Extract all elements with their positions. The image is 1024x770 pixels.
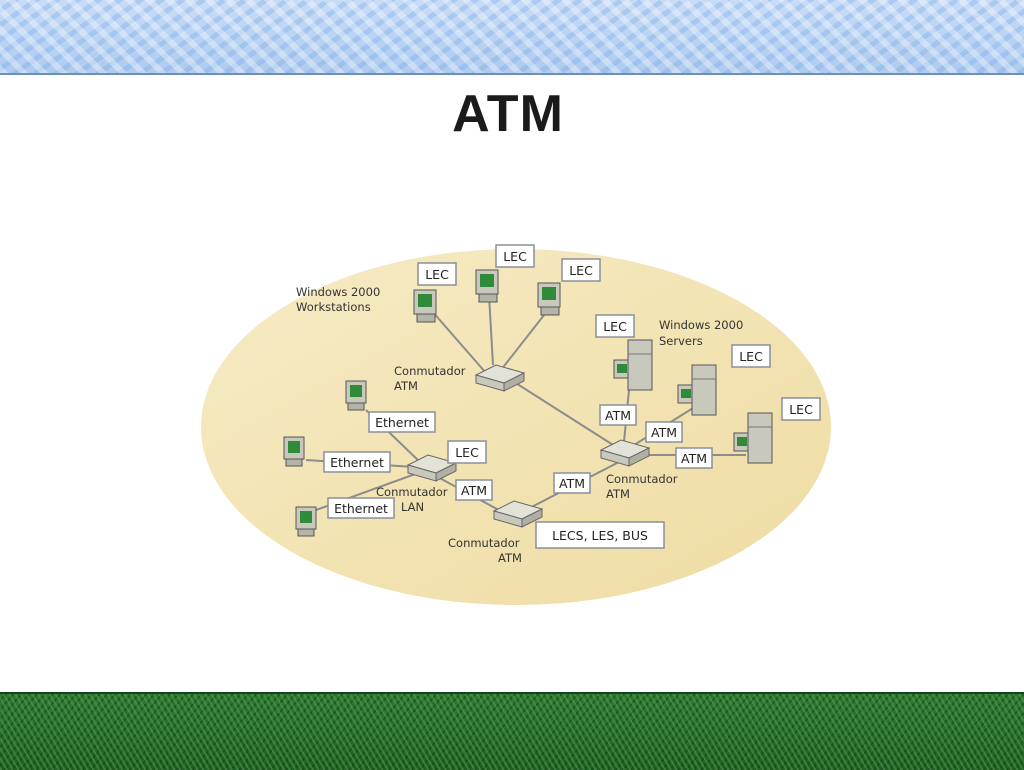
ethernet-label-3: Ethernet bbox=[334, 501, 388, 516]
lec-box-ws3 bbox=[561, 258, 601, 282]
lec-label-ws3: LEC bbox=[569, 263, 593, 278]
server-2 bbox=[677, 364, 717, 416]
switch-atm-right bbox=[599, 439, 651, 467]
lec-box-lan bbox=[447, 440, 487, 464]
lec-label-srv2: LEC bbox=[739, 349, 763, 364]
lec-box-ws2 bbox=[495, 244, 535, 268]
label-boxes bbox=[323, 244, 821, 549]
lec-box-ws1 bbox=[417, 262, 457, 286]
workstations-label-line2: Workstations bbox=[296, 300, 371, 314]
lec-box-srv1 bbox=[595, 314, 635, 338]
lec-label-srv3: LEC bbox=[789, 402, 813, 417]
switch-atm-top-label-line2: ATM bbox=[394, 379, 418, 393]
ethernet-label-1: Ethernet bbox=[375, 415, 429, 430]
lec-label-ws2: LEC bbox=[503, 249, 527, 264]
workstation-1 bbox=[413, 289, 437, 323]
atm-box-srv1 bbox=[599, 404, 637, 426]
ethernet-box-3 bbox=[327, 497, 395, 519]
lec-box-srv3 bbox=[781, 397, 821, 421]
workstation-eth-1 bbox=[345, 380, 367, 411]
server-3 bbox=[733, 412, 773, 464]
atm-label-link: ATM bbox=[559, 476, 585, 491]
footer-band bbox=[0, 692, 1024, 770]
workstation-eth-3 bbox=[295, 506, 317, 537]
network-diagram: LEC LEC LEC LEC LEC LEC LEC Ethernet Eth… bbox=[56, 165, 932, 635]
atm-label-lan: ATM bbox=[461, 483, 487, 498]
workstation-2 bbox=[475, 269, 499, 303]
link-atm-atm bbox=[510, 379, 622, 451]
switch-atm-right-label-line1: Conmutador bbox=[606, 472, 678, 486]
servers-label-line2: Servers bbox=[659, 334, 703, 348]
switch-atm-bottom-label-line2: ATM bbox=[498, 551, 522, 565]
lec-box-srv2 bbox=[731, 344, 771, 368]
switch-atm-bottom bbox=[492, 500, 544, 528]
atm-box-link bbox=[553, 472, 591, 494]
switch-lan-label-line2: LAN bbox=[401, 500, 424, 514]
atm-box-lan bbox=[455, 479, 493, 501]
lecs-box bbox=[535, 521, 665, 549]
atm-label-srv1: ATM bbox=[605, 408, 631, 423]
switch-atm-right-label-line2: ATM bbox=[606, 487, 630, 501]
workstation-eth-2 bbox=[283, 436, 305, 467]
link-ws2-atm bbox=[488, 294, 494, 366]
header-band bbox=[0, 0, 1024, 75]
atm-box-srv3 bbox=[675, 447, 713, 469]
ethernet-box-1 bbox=[368, 411, 436, 433]
slide-title-text: ATM bbox=[452, 85, 564, 143]
atm-label-srv2: ATM bbox=[651, 425, 677, 440]
slide-title: ATM bbox=[0, 84, 1024, 144]
lec-label-lan: LEC bbox=[455, 445, 479, 460]
link-ws1-atm bbox=[430, 309, 487, 374]
atm-label-srv3: ATM bbox=[681, 451, 707, 466]
servers-label-line1: Windows 2000 bbox=[659, 318, 743, 332]
atm-box-srv2 bbox=[645, 421, 683, 443]
switch-atm-bottom-label-line1: Conmutador bbox=[448, 536, 520, 550]
lecs-label: LECS, LES, BUS bbox=[552, 528, 648, 543]
switch-atm-top-label-line1: Conmutador bbox=[394, 364, 466, 378]
workstations-label-line1: Windows 2000 bbox=[296, 285, 380, 299]
ethernet-label-2: Ethernet bbox=[330, 455, 384, 470]
link-ws3-atm bbox=[500, 309, 549, 371]
server-1 bbox=[613, 339, 653, 391]
ethernet-box-2 bbox=[323, 451, 391, 473]
diagram-svg: LEC LEC LEC LEC LEC LEC LEC Ethernet Eth… bbox=[201, 244, 831, 605]
workstation-3 bbox=[537, 282, 561, 316]
lec-label-ws1: LEC bbox=[425, 267, 449, 282]
lec-label-srv1: LEC bbox=[603, 319, 627, 334]
switch-lan-label-line1: Conmutador bbox=[376, 485, 448, 499]
switch-atm-top bbox=[474, 364, 526, 392]
